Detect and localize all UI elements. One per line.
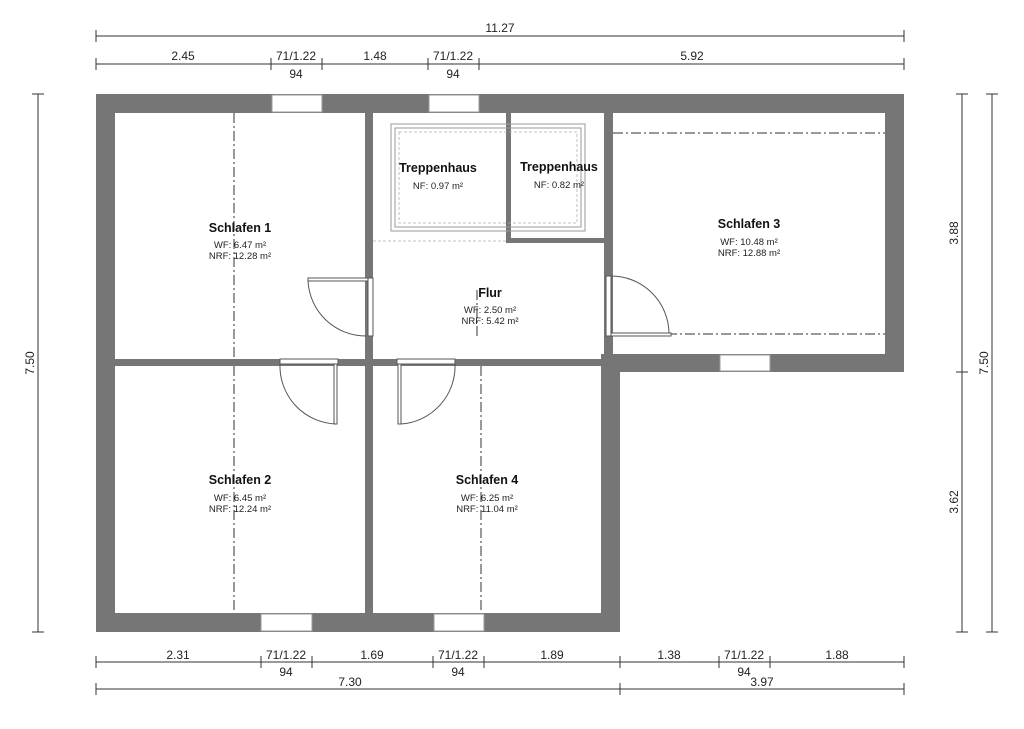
wall-right-lower — [601, 354, 620, 632]
dim-top-seg-2: 71/1.22 — [276, 49, 316, 63]
room-wf-schlafen-2: WF: 6.45 m² — [214, 493, 266, 504]
door-schlafen-3[interactable] — [605, 275, 672, 337]
dim-bottom-seg-6: 1.38 — [657, 648, 681, 662]
room-wf-flur: WF: 2.50 m² — [464, 305, 516, 316]
wall-left — [96, 94, 115, 632]
room-treppenhaus-2: Treppenhaus NF: 0.82 m² — [520, 160, 598, 191]
room-name-schlafen-2: Schlafen 2 — [209, 473, 272, 487]
window-top-2 — [428, 94, 480, 113]
window-bottom-1 — [260, 613, 313, 632]
room-flur: Flur WF: 2.50 m² NRF: 5.42 m² — [461, 286, 518, 327]
room-wf-schlafen-1: WF: 6.47 m² — [214, 240, 266, 251]
wall-interior-vertical-right — [604, 113, 613, 354]
room-name-treppenhaus-1: Treppenhaus — [399, 161, 477, 175]
door-schlafen-1[interactable] — [307, 277, 374, 337]
dim-bottom-sub-1: 94 — [279, 665, 293, 679]
dim-top-seg-1: 2.45 — [171, 49, 195, 63]
dim-right-total: 7.50 — [977, 351, 991, 375]
dim-top-seg-5: 5.92 — [680, 49, 704, 63]
room-nrf-schlafen-1: NRF: 12.28 m² — [209, 251, 271, 262]
room-nrf-flur: NRF: 5.42 m² — [461, 316, 518, 327]
wall-top — [96, 94, 904, 113]
dim-bottom-seg-1: 2.31 — [166, 648, 190, 662]
dim-bottom-seg-4: 71/1.22 — [438, 648, 478, 662]
room-schlafen-1: Schlafen 1 WF: 6.47 m² NRF: 12.28 m² — [209, 221, 272, 262]
dim-bottom-total-2: 3.97 — [750, 675, 774, 689]
dim-bottom-seg-8: 1.88 — [825, 648, 849, 662]
stair-outline-inner — [394, 127, 582, 228]
door-schlafen-2[interactable] — [279, 358, 339, 425]
room-nrf-schlafen-4: NRF: 11.04 m² — [456, 504, 518, 515]
room-treppenhaus-1: Treppenhaus NF: 0.97 m² — [399, 161, 477, 192]
room-name-schlafen-4: Schlafen 4 — [456, 473, 519, 487]
stair-dashed-outline — [398, 131, 578, 224]
room-name-schlafen-3: Schlafen 3 — [718, 217, 781, 231]
window-bottom-2 — [433, 613, 485, 632]
room-nrf-schlafen-3: NRF: 12.88 m² — [718, 248, 780, 259]
dim-top-total: 11.27 — [485, 21, 514, 35]
dim-right-seg-2: 3.62 — [947, 490, 961, 514]
doors — [279, 275, 672, 425]
dim-bottom-seg-2: 71/1.22 — [266, 648, 306, 662]
room-schlafen-4: Schlafen 4 WF: 6.25 m² NRF: 11.04 m² — [456, 473, 519, 515]
right-dimensions: 3.88 3.62 7.50 — [947, 93, 998, 633]
wall-bottom — [96, 613, 620, 632]
left-dimensions: 7.50 — [23, 93, 44, 633]
room-name-schlafen-1: Schlafen 1 — [209, 221, 272, 235]
room-schlafen-3: Schlafen 3 WF: 10.48 m² NRF: 12.88 m² — [718, 217, 781, 259]
window-step — [719, 354, 771, 372]
windows — [260, 94, 771, 632]
room-wf-schlafen-4: WF: 6.25 m² — [461, 493, 513, 504]
wall-stair-bottom — [506, 238, 610, 243]
dim-bottom-seg-7: 71/1.22 — [724, 648, 764, 662]
room-schlafen-2: Schlafen 2 WF: 6.45 m² NRF: 12.24 m² — [209, 473, 272, 515]
dim-top-seg-4: 71/1.22 — [433, 49, 473, 63]
window-top-1 — [271, 94, 323, 113]
dim-bottom-total-1: 7.30 — [338, 675, 362, 689]
wall-right-upper — [885, 94, 904, 372]
dim-top-seg-3: 1.48 — [363, 49, 387, 63]
stair-outline-outer — [390, 123, 586, 232]
room-nf-treppenhaus-1: NF: 0.97 m² — [413, 181, 463, 192]
room-nf-treppenhaus-2: NF: 0.82 m² — [534, 180, 584, 191]
wall-stair-divider — [506, 113, 511, 243]
room-wf-schlafen-3: WF: 10.48 m² — [720, 237, 778, 248]
room-name-flur: Flur — [478, 286, 502, 300]
dim-left-total: 7.50 — [23, 351, 37, 375]
dim-right-seg-1: 3.88 — [947, 221, 961, 245]
bottom-dimensions: 2.31 71/1.22 1.69 71/1.22 1.89 1.38 71/1… — [95, 648, 905, 695]
wall-interior-horizontal — [115, 359, 601, 366]
room-name-treppenhaus-2: Treppenhaus — [520, 160, 598, 174]
door-schlafen-4[interactable] — [396, 358, 456, 425]
room-nrf-schlafen-2: NRF: 12.24 m² — [209, 504, 271, 515]
top-dimensions: 11.27 2.45 71/1.22 1.48 71/1.22 5.92 94 … — [95, 21, 905, 81]
dim-bottom-seg-3: 1.69 — [360, 648, 384, 662]
dim-top-sub-2: 94 — [446, 67, 460, 81]
staircases — [373, 123, 586, 242]
walls — [96, 94, 904, 632]
dim-bottom-sub-3: 94 — [737, 665, 751, 679]
dim-top-sub-1: 94 — [289, 67, 303, 81]
dim-bottom-sub-2: 94 — [451, 665, 465, 679]
dim-bottom-seg-5: 1.89 — [540, 648, 564, 662]
